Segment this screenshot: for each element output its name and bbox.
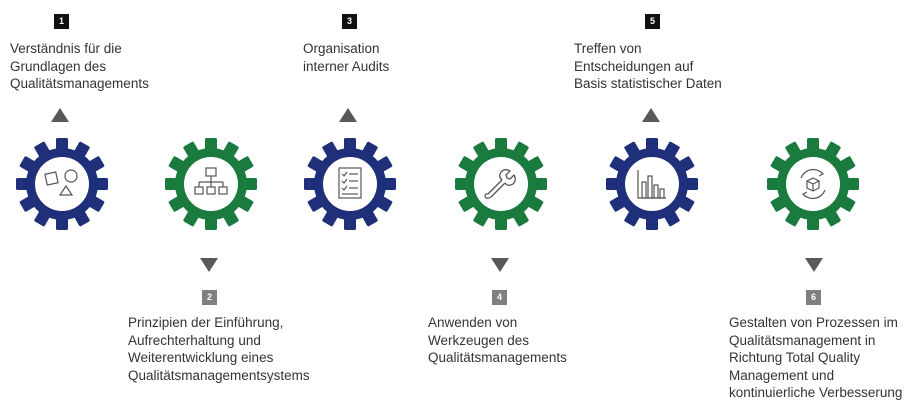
step-6-label-line: Gestalten von Prozessen im <box>729 315 898 330</box>
step-5-label-line: Basis statistischer Daten <box>574 76 722 91</box>
step-1-label: Verständnis für die Grundlagen des Quali… <box>10 40 149 93</box>
step-5-gear-graphic <box>606 138 698 230</box>
step-2-gear-graphic <box>165 138 257 230</box>
step-1-label-line: Qualitätsmanagements <box>10 76 149 91</box>
step-6-gear-graphic <box>767 138 859 230</box>
step-3-gear <box>304 138 396 230</box>
step-1-gear-graphic <box>16 138 108 230</box>
step-2-down-arrow <box>200 258 218 272</box>
step-2-label-line: Aufrechterhaltung und <box>128 332 261 348</box>
step-4-down-arrow <box>491 258 509 272</box>
step-3-number-badge: 3 <box>342 14 357 29</box>
step-6-number-badge: 6 <box>806 290 821 305</box>
step-5-number-badge: 5 <box>645 14 660 29</box>
step-2-label-line: Qualitätsmanagementsystems <box>128 367 310 383</box>
step-3-label-line: interner Audits <box>303 58 390 74</box>
step-5-label-line: Treffen von <box>574 41 642 56</box>
step-6-label-line: kontinuierliche Verbesserung <box>729 385 903 400</box>
step-2-gear <box>165 138 257 230</box>
step-4-label-line: Qualitätsmanagements <box>428 350 567 365</box>
step-3-label-line: Organisation <box>303 41 380 56</box>
step-5-label-line: Entscheidungen auf <box>574 58 694 74</box>
shapes-icon <box>44 169 78 196</box>
step-5-label: Treffen von Entscheidungen auf Basis sta… <box>574 40 722 93</box>
step-4-gear-graphic <box>455 138 547 230</box>
step-4-number-badge: 4 <box>492 290 507 305</box>
step-3-label: Organisation interner Audits <box>303 40 389 75</box>
step-1-gear <box>16 138 108 230</box>
step-6-gear <box>767 138 859 230</box>
step-3-up-arrow <box>339 108 357 122</box>
cycle-box-icon <box>800 168 826 200</box>
step-2-label: Prinzipien der Einführung, Aufrechterhal… <box>128 314 310 384</box>
step-3-gear-graphic <box>304 138 396 230</box>
step-2-label-line: Prinzipien der Einführung, <box>128 315 284 330</box>
step-5-up-arrow <box>642 108 660 122</box>
org-chart-icon <box>194 167 228 195</box>
step-2-number-badge: 2 <box>202 290 217 305</box>
bar-chart-icon <box>637 170 666 199</box>
step-6-label: Gestalten von Prozessen im Qualitätsmana… <box>729 314 902 402</box>
step-4-label-line: Anwenden von <box>428 315 518 330</box>
wrench-icon <box>484 169 516 199</box>
step-4-gear <box>455 138 547 230</box>
step-4-label: Anwenden von Werkzeugen des Qualitätsman… <box>428 314 567 367</box>
step-6-label-line: Management und <box>729 367 835 383</box>
step-5-gear <box>606 138 698 230</box>
step-1-up-arrow <box>51 108 69 122</box>
step-1-number-badge: 1 <box>54 14 69 29</box>
step-1-label-line: Verständnis für die <box>10 41 122 56</box>
step-1-label-line: Grundlagen des <box>10 58 107 74</box>
step-6-label-line: Richtung Total Quality <box>729 350 861 365</box>
step-6-label-line: Qualitätsmanagement in <box>729 332 876 348</box>
step-2-label-line: Weiterentwicklung eines <box>128 350 274 365</box>
checklist-icon <box>338 167 362 199</box>
step-6-down-arrow <box>805 258 823 272</box>
step-4-label-line: Werkzeugen des <box>428 332 530 348</box>
